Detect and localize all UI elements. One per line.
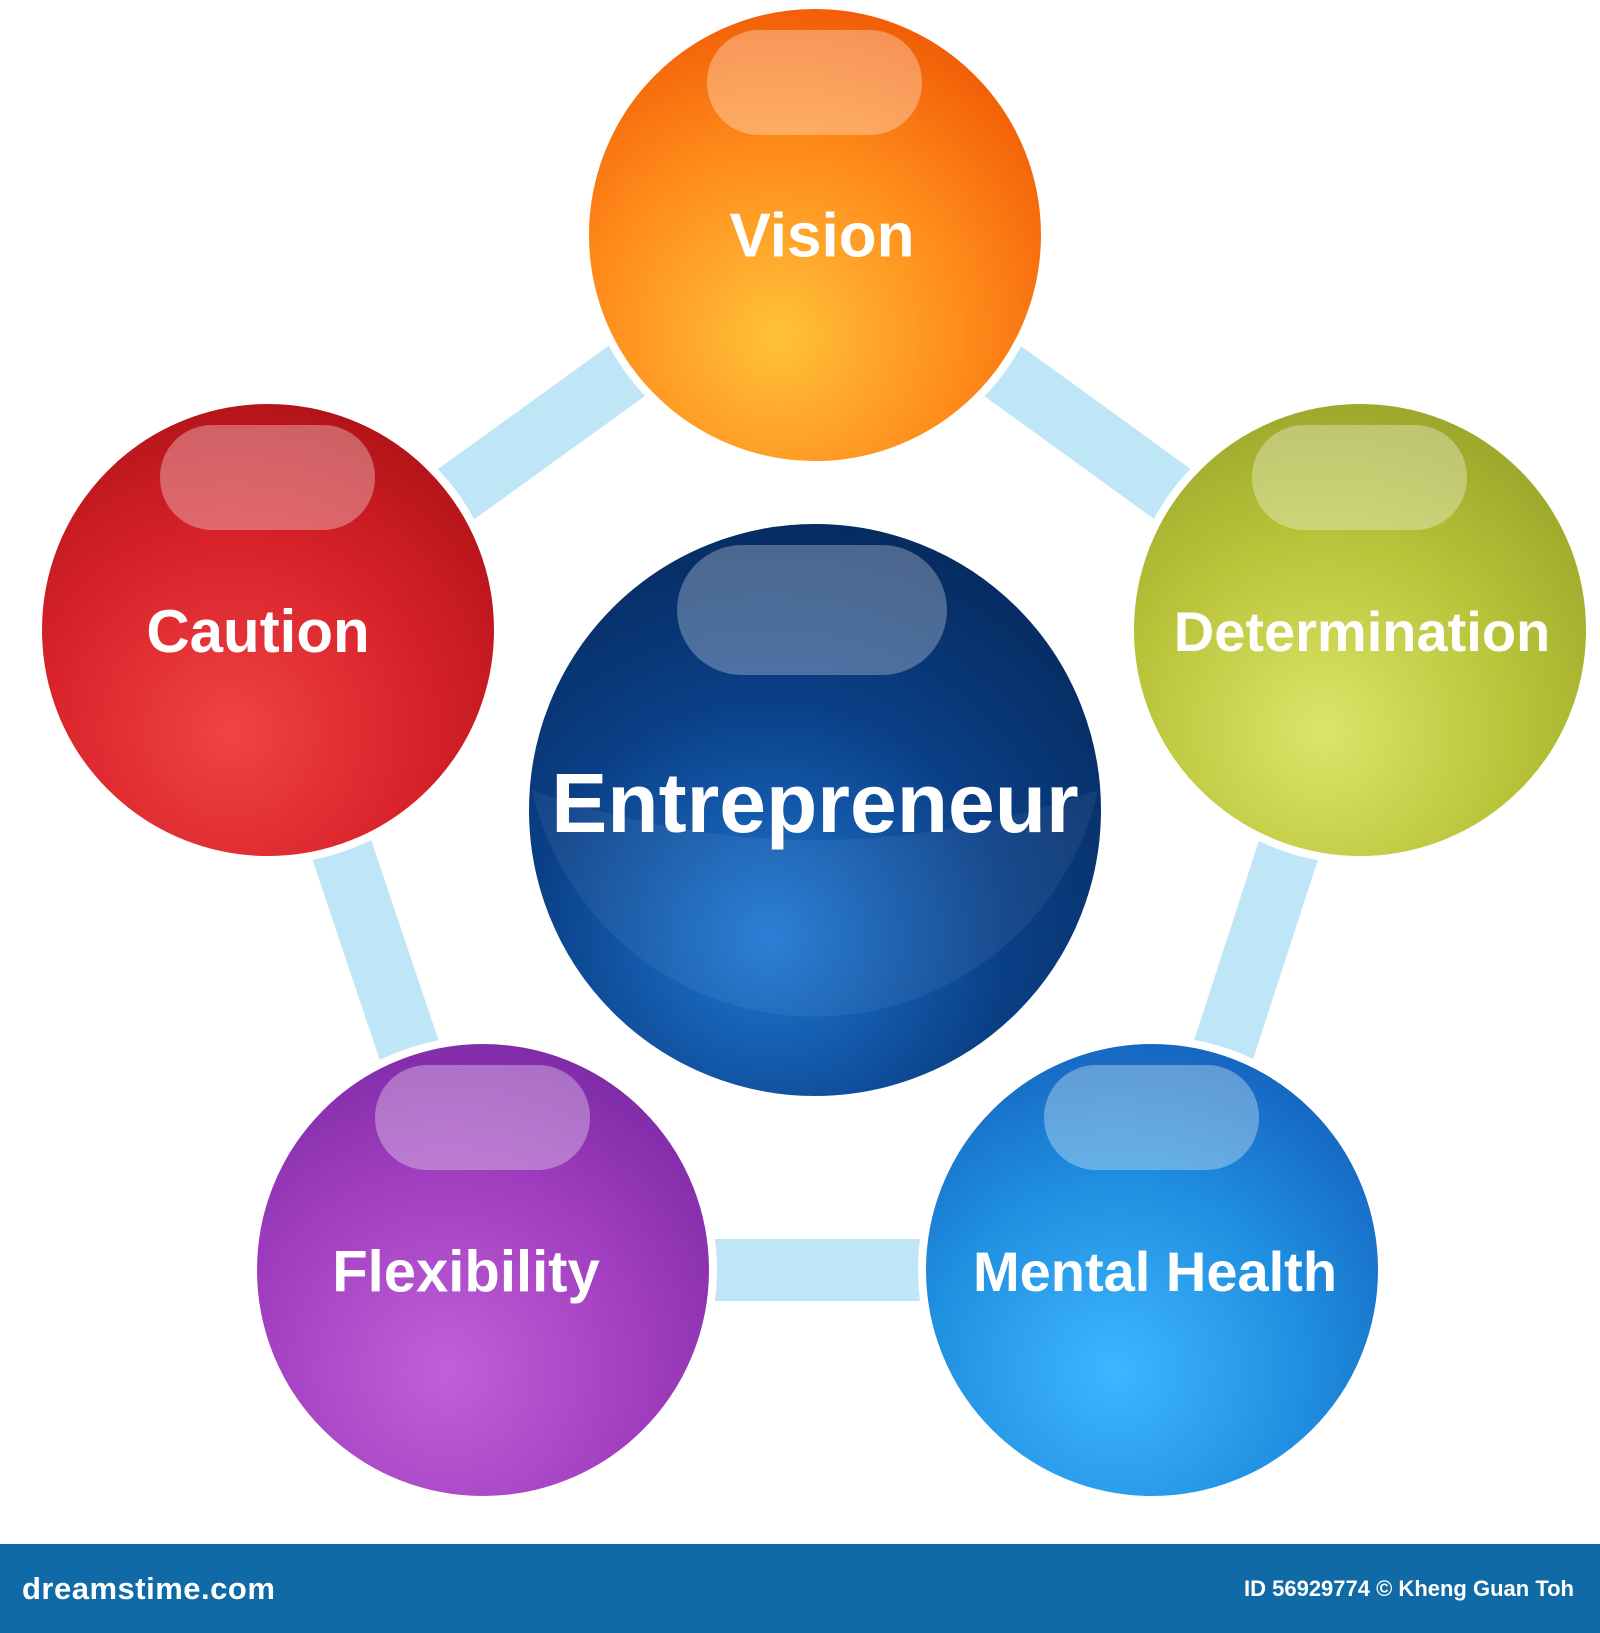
center-sphere-body: [521, 516, 1109, 1104]
node-mental-health-sphere: [918, 1036, 1386, 1504]
entrepreneur-diagram: Entrepreneur Vision Determination Mental…: [34, 1, 1594, 1504]
node-vision-sphere: [581, 1, 1049, 469]
node-vision-label: Vision: [730, 201, 915, 270]
center-label: Entrepreneur: [551, 756, 1078, 850]
node-caution-label: Caution: [146, 598, 369, 665]
node-caution-highlight: [160, 425, 375, 530]
node-vision: Vision: [581, 1, 1049, 469]
node-determination-sphere: [1126, 396, 1594, 864]
node-caution-sphere: [34, 396, 502, 864]
footer-credit: ID 56929774 © Kheng Guan Toh: [1244, 1575, 1574, 1601]
node-determination-label: Determination: [1174, 600, 1551, 663]
node-determination: Determination: [1126, 396, 1594, 864]
footer-site-name[interactable]: dreamstime.com: [22, 1570, 276, 1606]
center-sphere: Entrepreneur: [521, 516, 1109, 1104]
footer-bar: dreamstime.com ID 56929774 © Kheng Guan …: [0, 1544, 1600, 1633]
node-determination-highlight: [1252, 425, 1467, 530]
node-vision-highlight: [707, 30, 922, 135]
node-caution: Caution: [34, 396, 502, 864]
center-sphere-band: [532, 790, 1098, 1017]
node-flexibility: Flexibility: [249, 1036, 717, 1504]
node-flexibility-highlight: [375, 1065, 590, 1170]
node-flexibility-label: Flexibility: [332, 1239, 600, 1304]
node-mental-health-highlight: [1044, 1065, 1259, 1170]
center-sphere-highlight: [677, 545, 947, 675]
node-mental-health: Mental Health: [918, 1036, 1386, 1504]
node-flexibility-sphere: [249, 1036, 717, 1504]
node-mental-health-label: Mental Health: [973, 1240, 1337, 1303]
